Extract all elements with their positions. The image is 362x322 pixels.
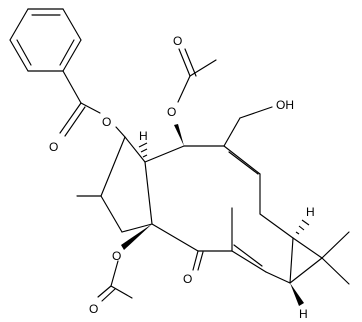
ketone-group [192,250,204,271]
ring-acetate-ester-oxygen-label: O [112,249,121,263]
hydroxymethyl-group [223,106,273,147]
ketone-oxygen-label: O [183,272,192,286]
cyclopropane-bottom-hydrogen-label: H [299,307,308,321]
macrocycle-ring [151,145,294,284]
benzoyl-carbonyl-oxygen-label: O [49,140,58,154]
top-acetate-group [144,48,217,163]
benzoyl-ester-oxygen-label: O [102,115,111,129]
benzene-ring [9,8,82,72]
benzoyl-ester-group [59,70,126,138]
ring-acetate-group [97,224,152,302]
cyclopentane-ring [76,136,153,233]
top-acetate-carbonyl-oxygen-label: O [173,34,182,48]
junction-hydrogen-label: H [139,129,148,143]
cyclopropane-ring [289,231,350,285]
junction-hydrogen-hash [138,142,148,158]
cyclopropane-bottom-hydrogen-wedge [290,283,304,306]
hydroxyl-label: OH [276,98,294,112]
cyclopropane-top-hydrogen-label: H [306,205,315,219]
top-acetate-ester-oxygen-label: O [167,105,176,119]
cyclopropane-top-hydrogen-hash [295,219,310,235]
ring-acetate-carbonyl-oxygen-label: O [89,302,98,316]
